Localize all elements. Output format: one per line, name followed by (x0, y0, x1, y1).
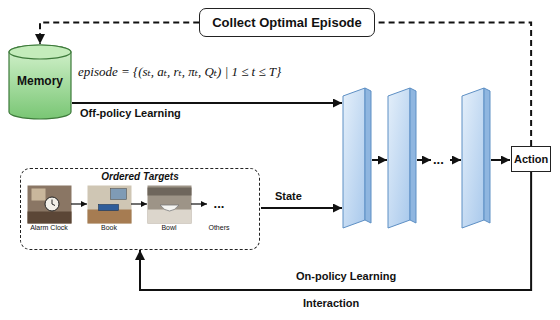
layer-arrow (372, 159, 387, 161)
picture-frame (111, 189, 127, 200)
node-text: Bowl (147, 223, 191, 232)
network-layer (388, 88, 416, 228)
node-text: Book (87, 223, 131, 232)
flow-label: On-policy Learning (296, 270, 396, 283)
node-text: Memory (8, 44, 72, 88)
flow-label: Off-policy Learning (80, 107, 181, 120)
bowl-picture (148, 186, 192, 224)
node-text: Collect Optimal Episode (212, 15, 362, 30)
edge-label: Interaction (303, 297, 359, 310)
memory-cylinder: Memory (8, 44, 72, 120)
picture-counter (148, 210, 192, 224)
process-box: Collect Optimal Episode (199, 8, 375, 37)
off-policy-arrow (72, 102, 342, 104)
cylinder-body (9, 45, 71, 119)
action-box: Action (511, 146, 551, 172)
layer-side (484, 88, 490, 223)
network-layer (462, 88, 490, 228)
flow-label: State (275, 190, 302, 203)
cylinder-top (9, 45, 71, 59)
layer-arrow (450, 159, 461, 161)
picture-window (32, 189, 46, 201)
connector (71, 203, 87, 204)
layer-face (343, 88, 365, 228)
alarm-clock-picture (28, 186, 72, 224)
connector (375, 23, 531, 147)
clock-face (45, 197, 59, 211)
formula-text: episode = {(sₜ, aₜ, rₜ, πₜ, Qₜ) | 1 ≤ t … (78, 64, 281, 80)
picture-table (88, 210, 132, 224)
layer-side (365, 88, 371, 223)
state-arrow (261, 207, 342, 209)
picture-table (28, 212, 72, 224)
bowl-shape (160, 205, 179, 211)
node-text: Action (514, 153, 548, 165)
connector (131, 203, 147, 204)
network-layer (343, 88, 371, 228)
ellipsis-mark: ... (433, 150, 444, 170)
clock-hands (52, 200, 55, 206)
connector (40, 23, 199, 45)
action-arrow (491, 159, 510, 161)
picture-ground (88, 186, 132, 224)
layer-face (388, 88, 410, 228)
connector (191, 203, 207, 204)
node-text: Ordered Targets (21, 169, 259, 182)
node-text: Others (207, 223, 231, 232)
group-box: Ordered TargetsAlarm ClockBookBowl...Oth… (20, 168, 260, 250)
layer-side (410, 88, 416, 223)
picture-cabinet (148, 188, 192, 196)
target-picture: Bowl (147, 185, 191, 232)
book-picture (88, 186, 132, 224)
node-text: ... (207, 185, 231, 223)
connector (140, 172, 531, 290)
picture-ground (148, 186, 192, 224)
node-text: Alarm Clock (27, 223, 71, 232)
target-more: ...Others (207, 185, 231, 232)
target-picture: Book (87, 185, 131, 232)
layer-face (462, 88, 484, 228)
book-shape (99, 205, 119, 211)
layer-arrow (417, 159, 431, 161)
picture-ground (28, 186, 72, 224)
target-picture: Alarm Clock (27, 185, 71, 232)
